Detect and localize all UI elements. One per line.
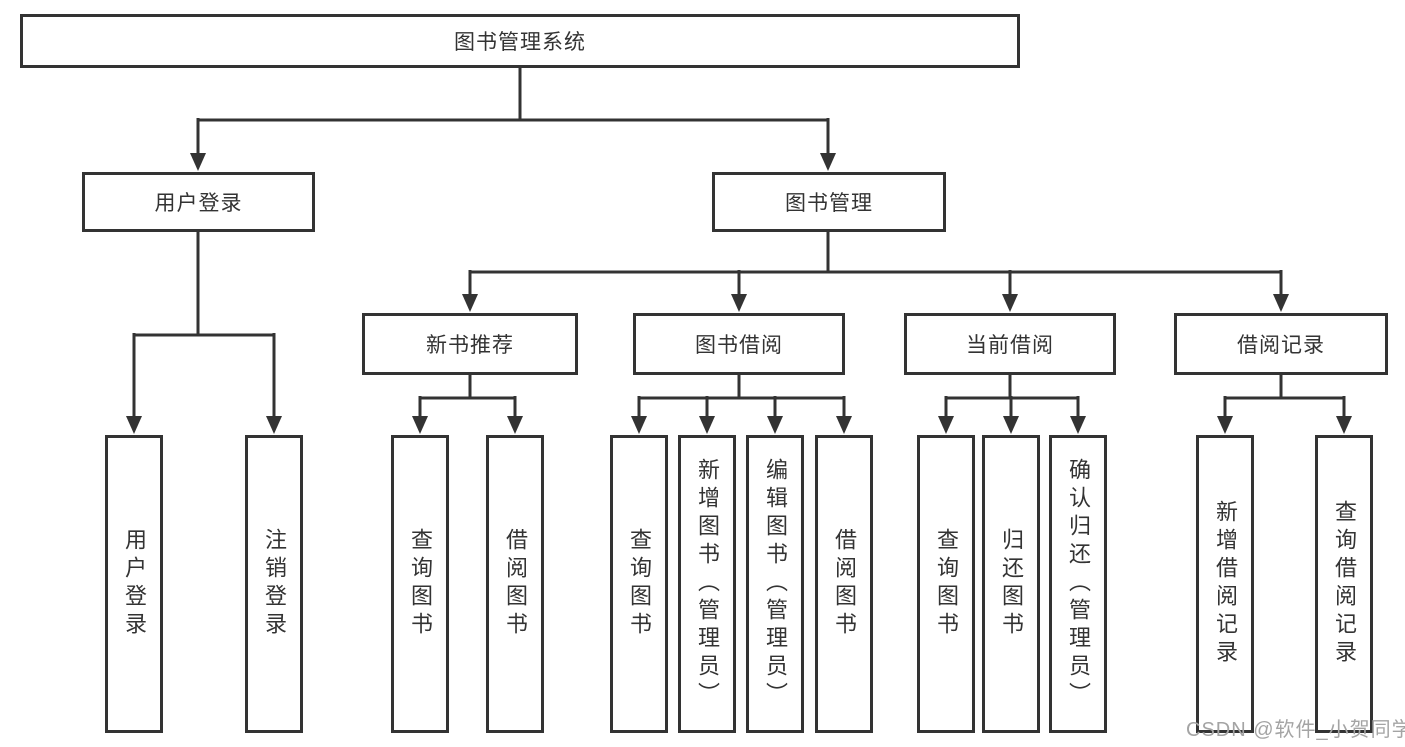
csdn-watermark: CSDN @软件_小贺同学 <box>1186 719 1405 741</box>
new-book-rec-connector <box>418 373 517 418</box>
leaf-nbr-borrow-books: 借阅图书 <box>486 435 544 733</box>
user-login-connector <box>132 230 276 418</box>
node-book-borrow: 图书借阅 <box>633 313 845 375</box>
leaf-bb-edit-books-admin: 编辑图书（管理员） <box>746 435 804 733</box>
book-borrow-connector <box>637 373 846 418</box>
node-root: 图书管理系统 <box>20 14 1020 68</box>
leaf-br-query-record: 查询借阅记录 <box>1315 435 1373 733</box>
node-book-management: 图书管理 <box>712 172 946 232</box>
root-connector <box>196 66 830 155</box>
leaf-logout: 注销登录 <box>245 435 303 733</box>
node-user-login: 用户登录 <box>82 172 315 232</box>
arrowheads <box>126 153 1352 434</box>
leaf-cb-confirm-return-admin: 确认归还（管理员） <box>1049 435 1107 733</box>
leaf-bb-query-books: 查询图书 <box>610 435 668 733</box>
leaf-nbr-query-books: 查询图书 <box>391 435 449 733</box>
leaf-cb-return-books: 归还图书 <box>982 435 1040 733</box>
leaf-bb-add-books-admin: 新增图书（管理员） <box>678 435 736 733</box>
node-borrow-records: 借阅记录 <box>1174 313 1388 375</box>
leaf-user-login: 用户登录 <box>105 435 163 733</box>
current-borrow-connector <box>944 373 1080 418</box>
leaf-br-add-record: 新增借阅记录 <box>1196 435 1254 733</box>
node-new-book-recommend: 新书推荐 <box>362 313 578 375</box>
borrow-records-connector <box>1223 373 1346 418</box>
leaf-bb-borrow-books: 借阅图书 <box>815 435 873 733</box>
book-mgmt-connector <box>468 230 1283 296</box>
node-current-borrow: 当前借阅 <box>904 313 1116 375</box>
leaf-cb-query-books: 查询图书 <box>917 435 975 733</box>
